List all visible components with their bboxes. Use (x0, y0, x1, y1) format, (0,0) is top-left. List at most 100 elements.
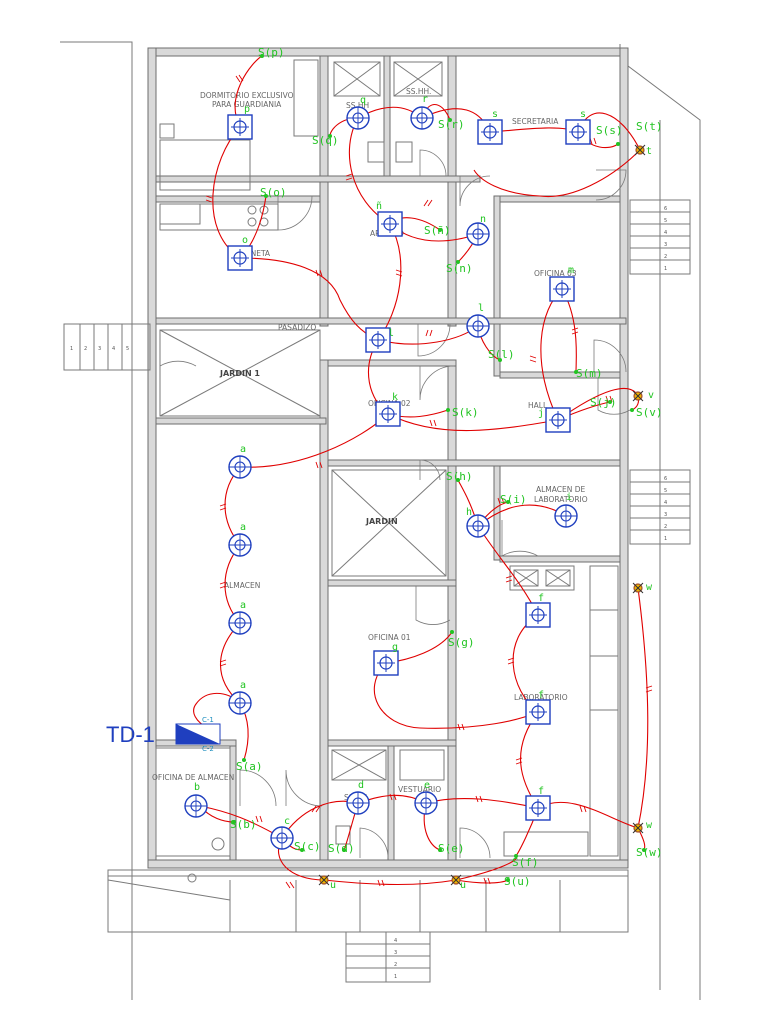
round-fixture-icon (184, 794, 208, 818)
stair-num: 4 (664, 230, 667, 236)
round-fixture-icon (228, 691, 252, 715)
stair-num: 5 (664, 218, 667, 224)
switch-label: S(n) (446, 262, 473, 275)
fixture-letter: w (646, 582, 653, 593)
circuit-ticks (205, 74, 653, 889)
fixture-letter: o (242, 235, 248, 246)
room-label: ALMACEN DE (536, 485, 586, 494)
room-label: DORMITORIO EXCLUSIVO (200, 91, 294, 100)
switch-label: S(p) (258, 46, 285, 59)
fixture-letter: a (240, 600, 246, 611)
round-fixture-icon (466, 314, 490, 338)
stair-num: 2 (84, 346, 87, 352)
switch-label: S(w) (636, 846, 663, 859)
switch-label: S(f) (512, 856, 539, 869)
fixture-letter: c (284, 816, 290, 827)
switch-label: S(h) (446, 470, 473, 483)
switch-label: S(j) (590, 396, 617, 409)
room-label: LABORATORIO (534, 495, 588, 504)
stair-num: 3 (394, 950, 397, 956)
fixture-letter: g (392, 642, 398, 653)
fixture-letter: k (392, 392, 398, 403)
fixture-letter: i (566, 492, 572, 503)
stair-num: 2 (664, 524, 667, 530)
room-label: JARDIN 1 (219, 369, 260, 378)
fixture-letters: p q r s s t o ñ n l l m k j v h i a a a … (194, 94, 654, 891)
square-fixture-icon (545, 407, 571, 433)
fixture-letter: l (388, 328, 394, 339)
stairs-mid-right: 6 5 4 3 2 1 (629, 469, 691, 545)
stair-num: 1 (70, 346, 73, 352)
switch-label: S(m) (576, 367, 603, 380)
switch-label: S(c) (294, 840, 321, 853)
room-label: PASADIZO (278, 323, 316, 332)
stair-num: 4 (664, 500, 667, 506)
fixture-letter: b (194, 782, 200, 793)
room-label: OFICINA 01 (368, 633, 411, 642)
round-light-fixtures (184, 106, 578, 850)
fixture-letter: u (460, 880, 466, 891)
fixture-letter: n (480, 214, 486, 225)
switch-label: S(r) (438, 118, 465, 131)
room-label: LABORATORIO (514, 693, 568, 702)
square-fixture-icon (477, 119, 503, 145)
panel-circuit: C-1 (202, 716, 214, 724)
square-fixture-icon (377, 211, 403, 237)
wall-light-icon (632, 390, 644, 402)
fixture-letter: e (424, 780, 430, 791)
fixture-letter: f (538, 690, 544, 701)
room-label: PARA GUARDIANIA (212, 100, 282, 109)
fixture-letter: p (244, 104, 250, 115)
switch-label: S(ñ) (424, 224, 451, 237)
stair-num: 3 (98, 346, 101, 352)
panel-fill (176, 724, 220, 744)
fixture-letter: u (330, 880, 336, 891)
stair-num: 1 (664, 536, 667, 542)
switch-label: S(v) (636, 406, 663, 419)
fixture-letter: d (358, 780, 364, 791)
fixture-letter: l (478, 303, 484, 314)
panel-label: TD-1 (106, 722, 155, 747)
stair-num: 3 (664, 242, 667, 248)
stair-num: 4 (112, 346, 115, 352)
switch-labels: S(p) S(q) S(r) S(s) S(t) S(o) S(ñ) S(n) … (230, 46, 663, 888)
room-label: VESTUARIO (398, 785, 441, 794)
room-label: HALL (528, 401, 548, 410)
fixture-letter: r (422, 94, 428, 105)
square-fixture-icon (227, 245, 253, 271)
fixture-letter: s (580, 109, 586, 120)
square-fixture-icon (227, 114, 253, 140)
square-light-fixtures (227, 114, 591, 821)
wall-light-icon (634, 144, 646, 156)
room-label: OFICINA 03 (534, 269, 577, 278)
round-fixture-icon (270, 826, 294, 850)
room-details (107, 59, 629, 933)
switch-label: S(u) (504, 875, 531, 888)
switch-label: S(b) (230, 818, 257, 831)
fixture-letter: s (492, 109, 498, 120)
stair-num: 4 (394, 938, 397, 944)
round-fixture-icon (228, 533, 252, 557)
switch-label: S(t) (636, 120, 663, 133)
fixture-letter: j (538, 408, 544, 419)
panel-circuit: C-2 (202, 745, 214, 753)
stair-num: 6 (664, 206, 667, 212)
square-fixture-icon (373, 650, 399, 676)
switch-label: S(o) (260, 186, 287, 199)
switch-label: S(s) (596, 124, 623, 137)
fixture-letter: v (648, 390, 654, 401)
switch-label: S(g) (448, 636, 475, 649)
square-fixture-icon (525, 602, 551, 628)
switch-label: S(d) (328, 842, 355, 855)
stair-num: 3 (664, 512, 667, 518)
fixture-letter: a (240, 444, 246, 455)
room-label: SS.HH. (406, 87, 431, 96)
room-label: SECRETARIA (512, 117, 559, 126)
square-fixture-icon (525, 699, 551, 725)
stair-num: 5 (126, 346, 129, 352)
doors (159, 149, 631, 859)
stair-num: 1 (394, 974, 397, 980)
wall-light-icon (450, 874, 462, 886)
wall-light-icon (632, 582, 644, 594)
